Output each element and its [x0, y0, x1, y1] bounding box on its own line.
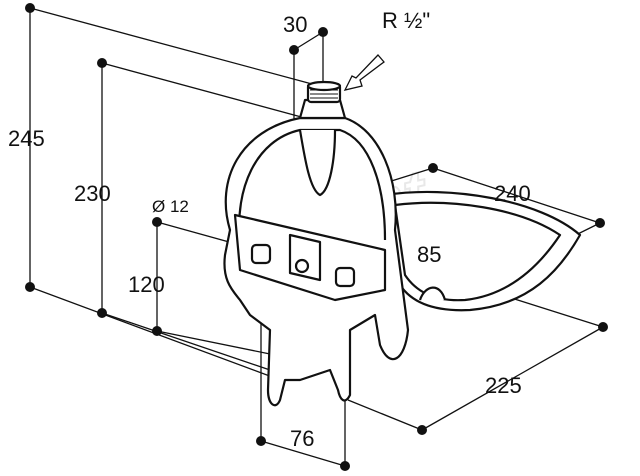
drinking-bowl-body	[223, 80, 582, 407]
dim-120: 120	[128, 272, 165, 297]
dim-240: 240	[494, 181, 531, 206]
dim-230: 230	[74, 181, 111, 206]
dim-76: 76	[290, 426, 314, 451]
dim-245: 245	[8, 126, 45, 151]
dim-thread-size: R ½"	[382, 8, 430, 33]
dim-30: 30	[283, 12, 307, 37]
dim-diameter-12: Ø 12	[152, 197, 189, 216]
dim-225: 225	[485, 373, 522, 398]
thread-lines	[310, 89, 338, 99]
dim-85: 85	[417, 242, 441, 267]
